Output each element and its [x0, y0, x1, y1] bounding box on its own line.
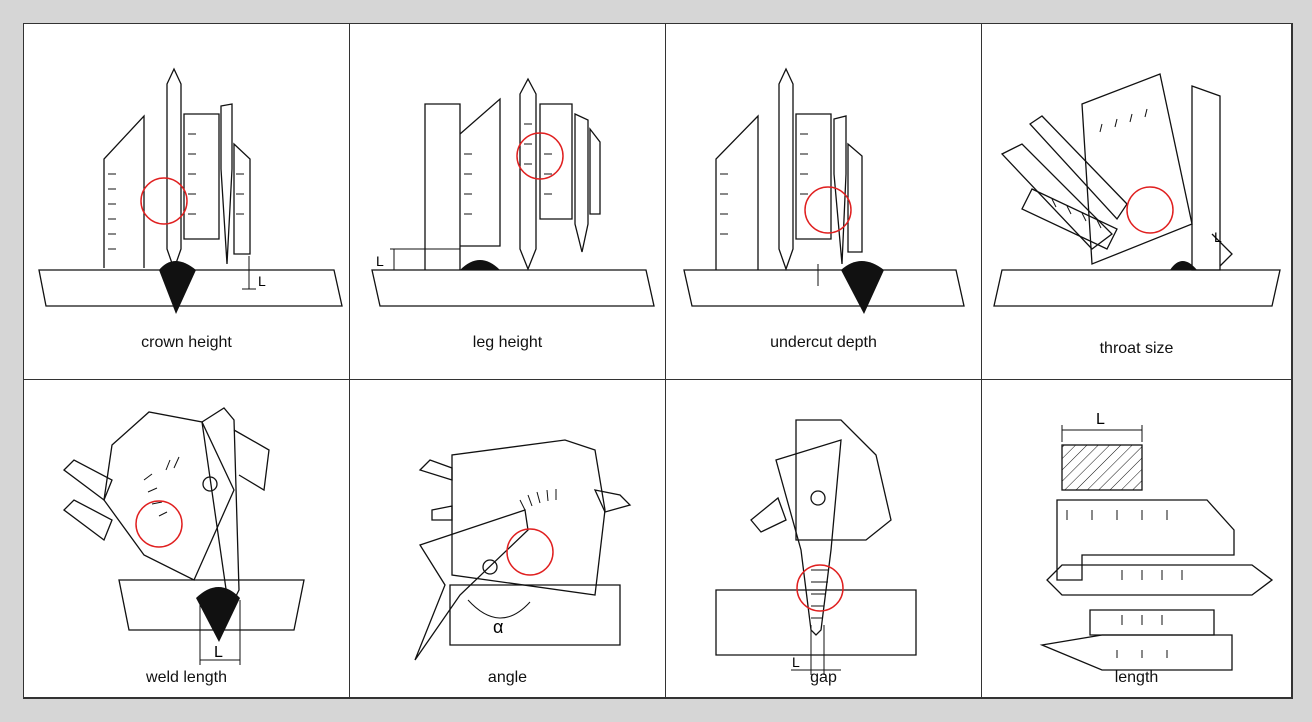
panel-leg-height: L leg height	[350, 24, 666, 380]
panel-crown-height: L crown height	[24, 24, 350, 380]
panel-angle: α angle	[350, 380, 666, 698]
crown-height-dimension-label: L	[258, 273, 266, 289]
weld-length-illustration: L	[63, 407, 305, 665]
gap-illustration: L	[715, 419, 917, 675]
caption-gap: gap	[810, 669, 837, 686]
undercut-depth-highlight	[804, 186, 852, 234]
caption-throat-size: throat size	[1099, 340, 1174, 357]
gap-dimension-label: L	[792, 654, 800, 670]
length-illustration: L	[1039, 411, 1274, 671]
weld-length-dimension-label: L	[214, 644, 223, 661]
caption-crown-height: crown height	[141, 334, 232, 351]
gap-highlight	[796, 564, 844, 612]
throat-size-dimension-label: L	[1214, 229, 1222, 245]
crown-height-highlight	[140, 177, 188, 225]
gauge-usage-grid: L crown height	[23, 23, 1293, 699]
panel-length: L length	[982, 380, 1292, 698]
angle-highlight	[506, 528, 554, 576]
crown-height-illustration: L	[38, 67, 343, 314]
length-dimension-label: L	[1096, 411, 1105, 428]
caption-leg-height: leg height	[472, 334, 543, 351]
angle-symbol: α	[493, 617, 503, 637]
panel-throat-size: L throat size	[982, 24, 1292, 380]
caption-angle: angle	[487, 669, 528, 686]
caption-weld-length: weld length	[146, 669, 227, 686]
figure-frame: L crown height	[10, 10, 1302, 712]
caption-undercut-depth: undercut depth	[770, 334, 877, 351]
leg-height-highlight	[516, 132, 564, 180]
leg-height-illustration: L	[371, 77, 655, 307]
angle-illustration: α	[414, 439, 632, 661]
throat-size-highlight	[1126, 186, 1174, 234]
undercut-depth-illustration	[683, 67, 965, 314]
weld-length-highlight	[135, 500, 183, 548]
throat-size-illustration: L	[993, 73, 1281, 307]
caption-length: length	[1114, 669, 1159, 686]
panel-weld-length: L weld length	[24, 380, 350, 698]
leg-height-dimension-label: L	[376, 253, 384, 269]
panel-gap: L gap	[666, 380, 982, 698]
panel-undercut-depth: undercut depth	[666, 24, 982, 380]
